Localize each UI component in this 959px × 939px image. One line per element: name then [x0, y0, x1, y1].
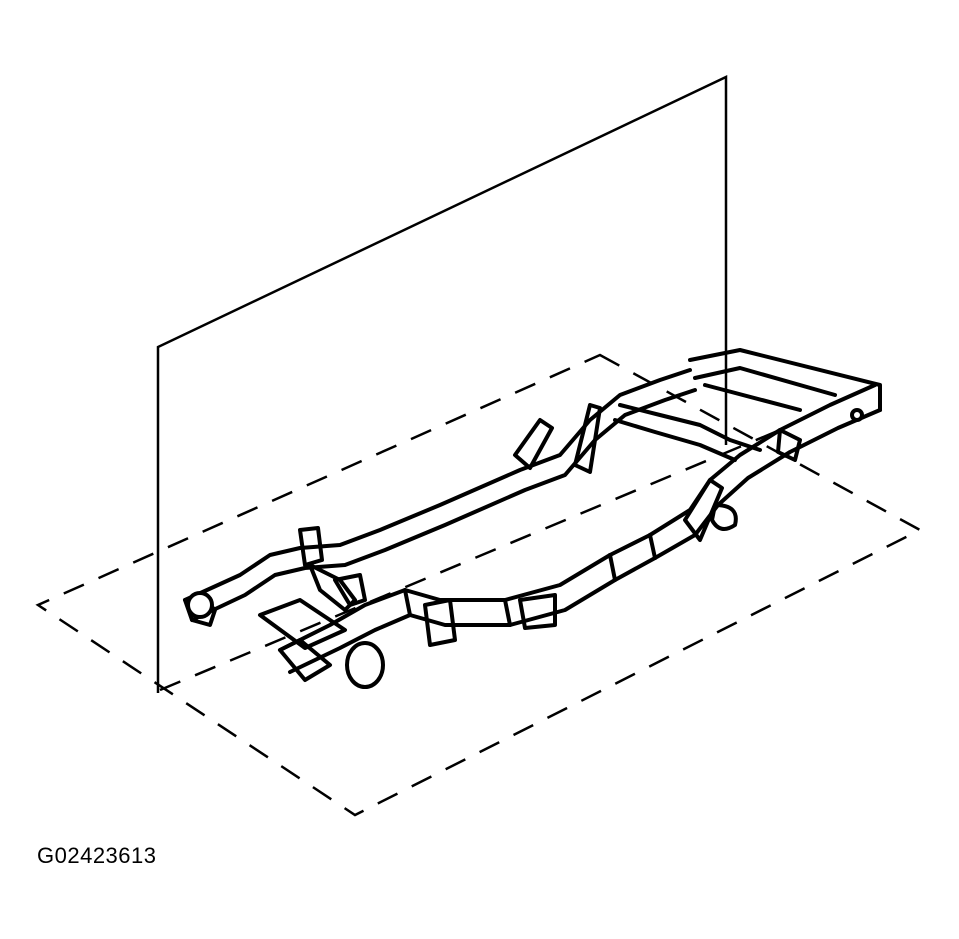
left-frame-rail: [183, 368, 692, 602]
right-frame-rail: [278, 383, 877, 652]
vehicle-frame: [183, 348, 882, 689]
horizontal-datum-plane: [35, 353, 923, 817]
front-hub: [345, 641, 385, 689]
rear-cross-member: [688, 348, 882, 412]
vertical-datum-plane: [156, 75, 728, 693]
cross-member-center: [618, 403, 762, 452]
figure-id-label: G02423613: [37, 843, 157, 868]
